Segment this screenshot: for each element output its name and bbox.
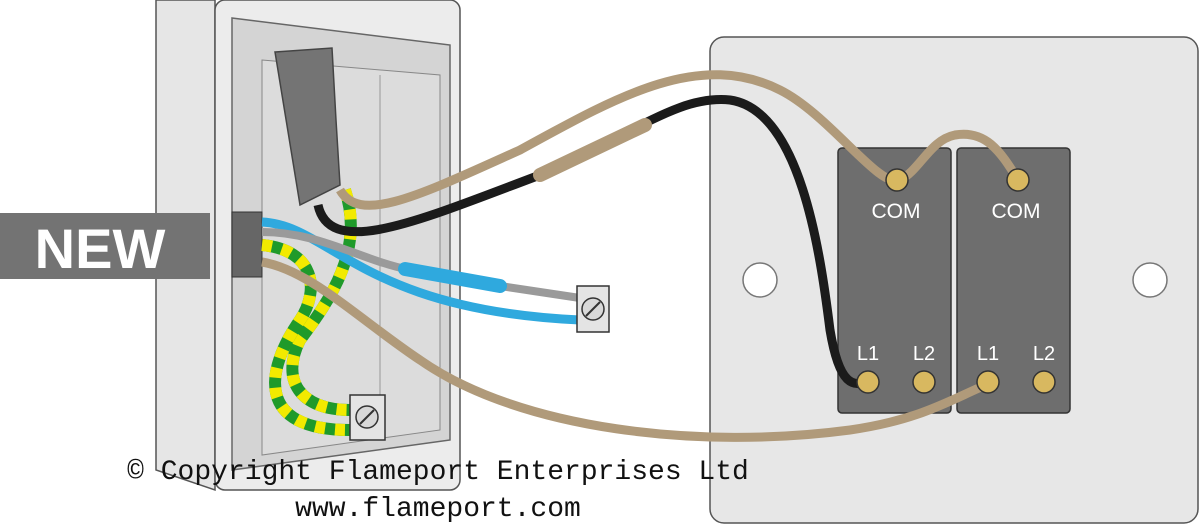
left-com-terminal (885, 168, 909, 192)
earth-connector-slot (359, 409, 375, 425)
brown-sleeve (533, 118, 652, 182)
switch-left-body (837, 147, 952, 414)
left-l2-terminal (912, 370, 936, 394)
right-com-terminal (1006, 168, 1030, 192)
switch-right-body (956, 147, 1071, 414)
earth-wire-2-stripe (261, 239, 351, 436)
blue-neutral-wire (261, 217, 581, 325)
left-l2-label: L2 (913, 343, 935, 365)
right-l1-label: L1 (977, 343, 999, 365)
black-switch-wire (313, 95, 870, 389)
cable-sheath-end (231, 211, 263, 278)
outgoing-cable-sheath (274, 47, 341, 207)
left-com-label: COM (872, 200, 921, 223)
blue-sleeve (398, 262, 507, 293)
switch-plate (709, 36, 1199, 524)
right-l2-terminal (1032, 370, 1056, 394)
new-cable-label: NEW (35, 217, 166, 280)
neutral-connector (576, 285, 610, 333)
brown-line-wire (261, 257, 990, 442)
right-l2-label: L2 (1033, 343, 1055, 365)
right-l1-terminal (976, 370, 1000, 394)
switch-plate-face (709, 36, 1199, 524)
website-text: www.flameport.com (295, 494, 581, 525)
copyright-text: © Copyright Flameport Enterprises Ltd (127, 457, 749, 488)
earth-wire-1-stripe (286, 188, 357, 416)
left-l1-label: L1 (857, 343, 879, 365)
screw-hole-left (742, 262, 778, 298)
earth-connector-block (349, 394, 386, 441)
incoming-cable-sheath (0, 213, 210, 279)
left-l1-terminal (856, 370, 880, 394)
screw-hole-right (1132, 262, 1168, 298)
neutral-connector-slot (585, 301, 601, 317)
earth-connector (349, 394, 386, 441)
brown-common-wire (336, 70, 1022, 210)
right-com-label: COM (992, 200, 1041, 223)
